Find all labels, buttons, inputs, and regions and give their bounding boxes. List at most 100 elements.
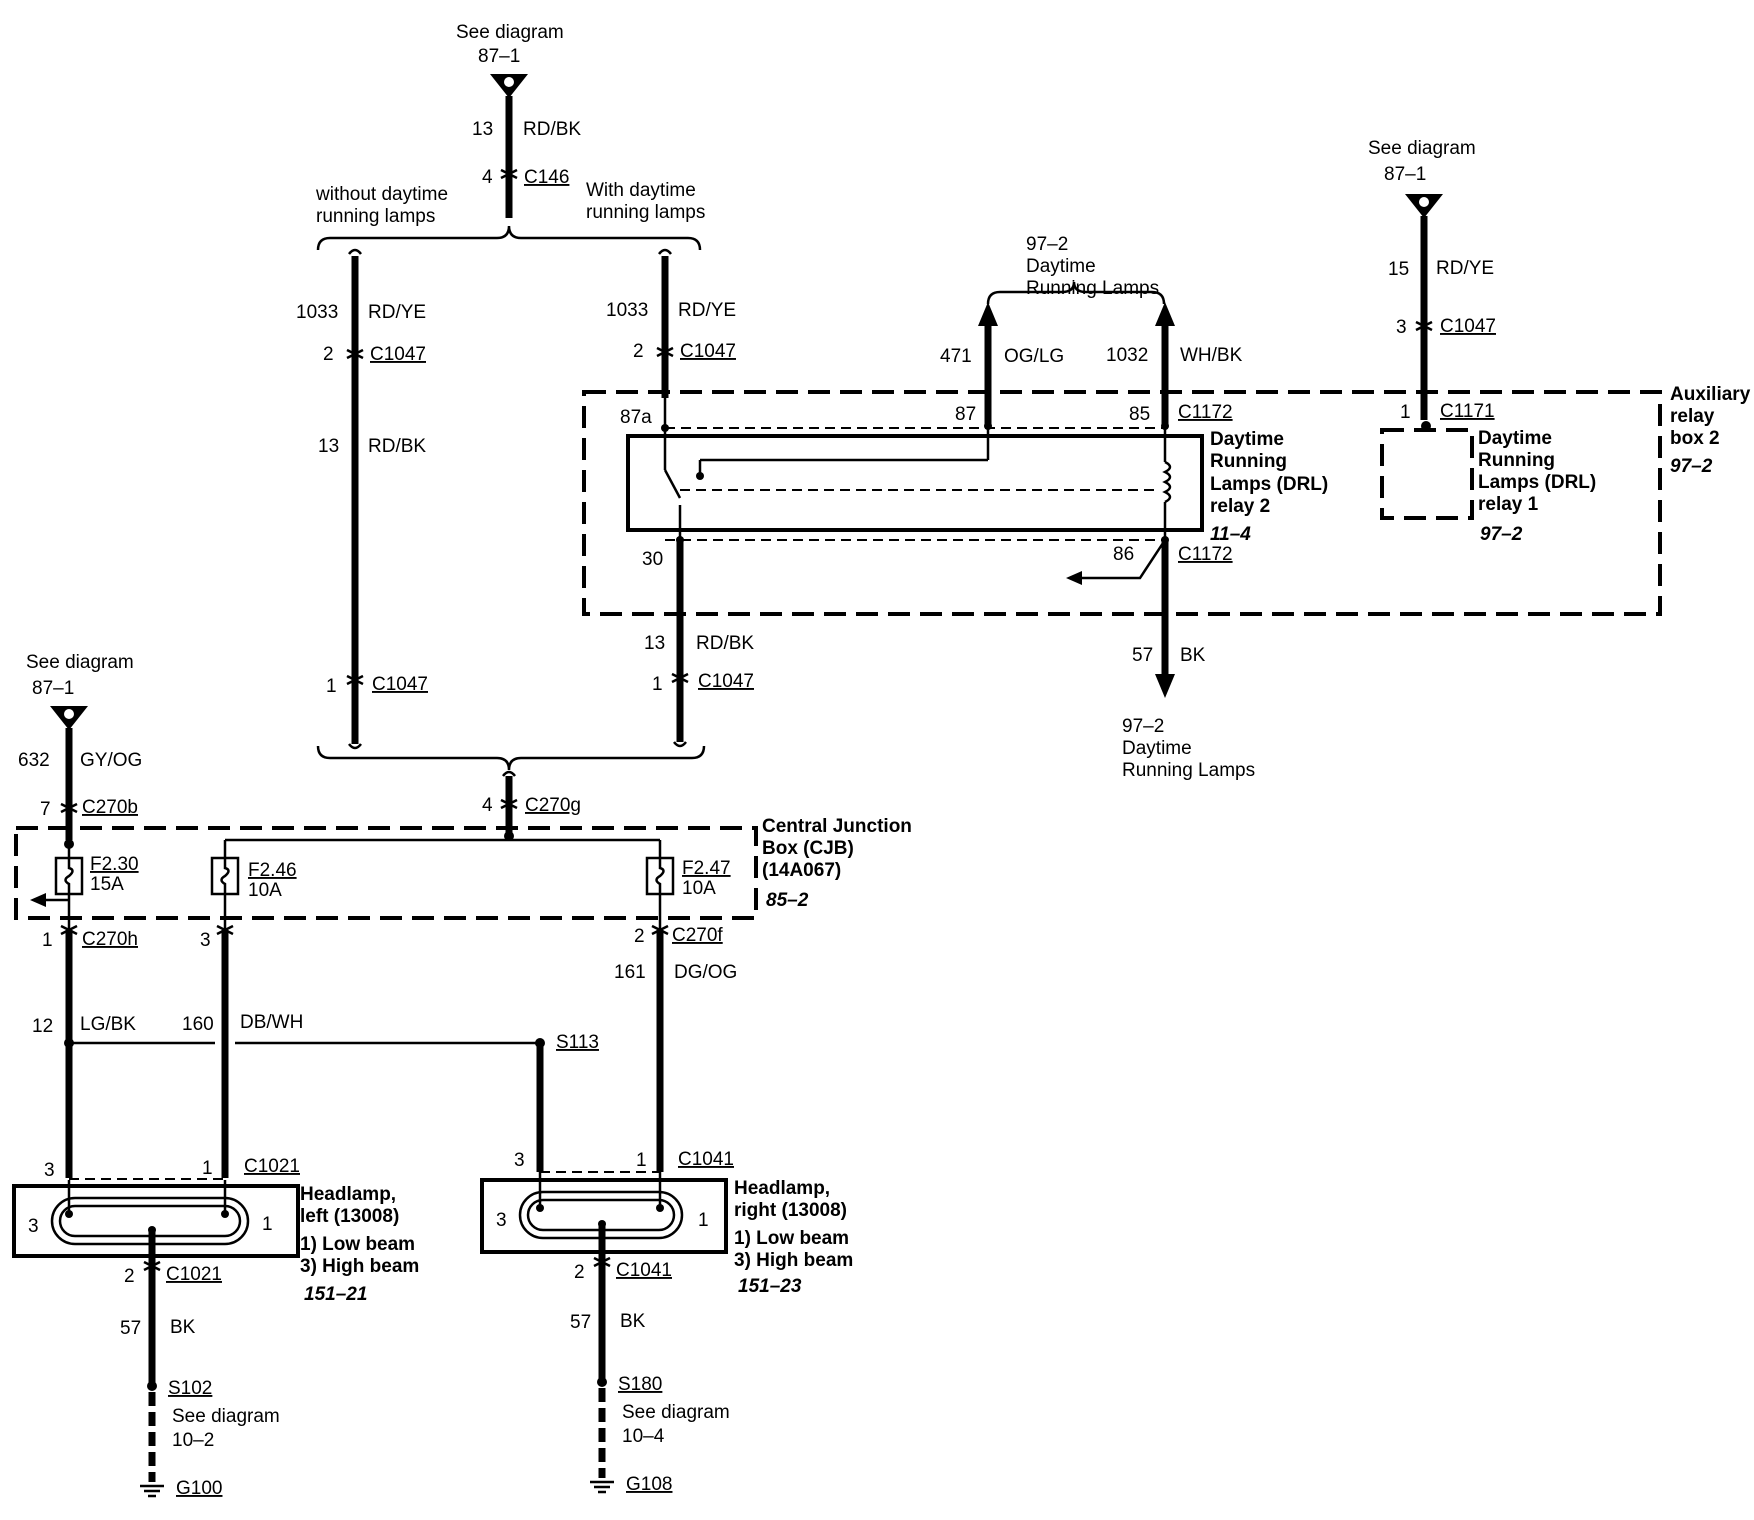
- variant-join-brace: 4 C270g: [316, 745, 706, 836]
- connector-pin: 3: [514, 1150, 525, 1171]
- wire-color: BK: [620, 1311, 646, 1332]
- fuse-rating: 10A: [248, 880, 282, 901]
- wire-color: DB/WH: [240, 1012, 303, 1033]
- connector-pin: 3: [200, 930, 211, 951]
- aux-box-page: 97–2: [1670, 456, 1713, 477]
- ground-right-see: See diagram: [622, 1402, 730, 1423]
- wire-color: RD/BK: [368, 436, 426, 457]
- cjb-label-line2: Box (CJB): [762, 838, 854, 859]
- connector-pin: 2: [574, 1262, 585, 1283]
- connector-pin: 4: [482, 795, 493, 816]
- ref-left-page: 87–1: [32, 678, 74, 699]
- headlamp-right-beam1: 1) Low beam: [734, 1228, 849, 1249]
- connector-pin: 1: [1400, 402, 1411, 423]
- wire-circuit: 57: [1132, 645, 1153, 666]
- ground-icon: [140, 1484, 164, 1498]
- ref-top-see: See diagram: [456, 22, 564, 43]
- headlamp-left-title1: Headlamp,: [300, 1184, 396, 1205]
- wire-color: RD/YE: [678, 300, 736, 321]
- relay2-label-line3: Lamps (DRL): [1210, 474, 1328, 495]
- drl-ground-wire: 57 BK 97–2 Daytime Running Lamps: [1122, 540, 1255, 781]
- connector-pin: 4: [482, 167, 493, 188]
- splice-s102: S102: [168, 1378, 212, 1399]
- fuse-id: F2.47: [682, 858, 731, 879]
- lamp-pin: 1: [262, 1214, 273, 1235]
- aux-box-line3: box 2: [1670, 428, 1720, 449]
- drl-relay-1: [1380, 428, 1474, 520]
- relay1-label-line4: relay 1: [1478, 494, 1539, 515]
- ground-left: 2 C1021 57 BK S102 See diagram 10–2 G100: [120, 1226, 280, 1499]
- relay2-label-line1: Daytime: [1210, 429, 1284, 450]
- ground-right-page: 10–4: [622, 1426, 665, 1447]
- lamp-pin: 3: [28, 1216, 39, 1237]
- ref-left-see: See diagram: [26, 652, 134, 673]
- headlamp-feeds: 12 LG/BK 160 DB/WH 161 DG/OG S113 3 1 C1…: [32, 930, 737, 1181]
- relay2-page: 11–4: [1210, 524, 1251, 545]
- relay2-label-line2: Running: [1210, 451, 1287, 472]
- wire-circuit: 57: [570, 1312, 591, 1333]
- wire-color: RD/BK: [523, 119, 581, 140]
- wire-circuit: 57: [120, 1318, 141, 1339]
- headlamp-left-beam3: 3) High beam: [300, 1256, 419, 1277]
- ref-right-page: 87–1: [1384, 164, 1426, 185]
- wire-color: BK: [170, 1317, 196, 1338]
- central-junction-box: F2.30 15A F2.46 10A F2.47 10A Central Ju…: [14, 816, 912, 930]
- splice-s180: S180: [618, 1374, 662, 1395]
- relay1-label-line1: Daytime: [1478, 428, 1552, 449]
- ground-g100: G100: [176, 1478, 222, 1499]
- wire-color: OG/LG: [1004, 346, 1064, 367]
- fuse-rating: 10A: [682, 878, 716, 899]
- relay1-page: 97–2: [1480, 524, 1523, 545]
- wire-circuit: 471: [940, 346, 972, 367]
- relay2-label-line4: relay 2: [1210, 496, 1270, 517]
- variant-without-line1: without daytime: [315, 184, 448, 205]
- relay1-label-line2: Running: [1478, 450, 1555, 471]
- drl-gnd-line1: Daytime: [1122, 738, 1192, 759]
- connector-c270h: C270h: [82, 929, 138, 950]
- connector-c270f: C270f: [672, 925, 723, 946]
- connector-pin: 3: [44, 1160, 55, 1181]
- drl-relay-2: [626, 434, 1204, 532]
- aux-box-line1: Auxiliary: [1670, 384, 1751, 405]
- ground-right: 2 C1041 57 BK S180 See diagram 10–4 G108: [570, 1220, 730, 1495]
- headlamp-right-title1: Headlamp,: [734, 1178, 830, 1199]
- drl-out-line2: Running Lamps: [1026, 278, 1159, 299]
- arrow-left-icon: [1066, 571, 1082, 585]
- wire-circuit: 12: [32, 1016, 53, 1037]
- arrow-left-icon: [30, 893, 46, 907]
- headlamp-left-page: 151–21: [304, 1284, 367, 1305]
- fuse-f2-46: F2.46 10A: [210, 856, 297, 901]
- connector-c1041: C1041: [616, 1260, 672, 1281]
- cjb-label-line1: Central Junction: [762, 816, 912, 837]
- relay-pin: 87: [955, 404, 976, 425]
- connector-c1047: C1047: [680, 341, 736, 362]
- drl-outputs: 97–2 Daytime Running Lamps 471 OG/LG 103…: [940, 234, 1243, 426]
- wire-circuit: 1033: [296, 302, 338, 323]
- wire-circuit: 161: [614, 962, 646, 983]
- relay1-label-line3: Lamps (DRL): [1478, 472, 1596, 493]
- auxiliary-relay-box: 87a 87 85 C1172 30 86 C1172 Daytime Runn…: [582, 384, 1751, 616]
- fuse-rating: 15A: [90, 874, 124, 895]
- connector-c1047: C1047: [1440, 316, 1496, 337]
- connector-c1172: C1172: [1178, 402, 1233, 423]
- arrow-up-icon: [1155, 302, 1175, 326]
- headlamp-left-beam1: 1) Low beam: [300, 1234, 415, 1255]
- wire-circuit: 632: [18, 750, 50, 771]
- wire-circuit: 160: [182, 1014, 214, 1035]
- wire-circuit: 1033: [606, 300, 648, 321]
- top-power-source: See diagram 87–1 13 RD/BK 4 C146: [456, 22, 581, 218]
- connector-pin: 1: [636, 1150, 647, 1171]
- wire-color: WH/BK: [1180, 345, 1243, 366]
- wire-circuit: 13: [472, 119, 493, 140]
- connector-pin: 7: [40, 799, 51, 820]
- connector-pin: 2: [634, 926, 645, 947]
- lamp-pin: 3: [496, 1210, 507, 1231]
- connector-pin: 1: [652, 674, 663, 695]
- drl-out-line1: Daytime: [1026, 256, 1096, 277]
- cjb-page: 85–2: [766, 890, 809, 911]
- aux-box-line2: relay: [1670, 406, 1715, 427]
- ground-left-page: 10–2: [172, 1430, 214, 1451]
- wire-circuit: 13: [318, 436, 339, 457]
- ref-top-page: 87–1: [478, 46, 520, 67]
